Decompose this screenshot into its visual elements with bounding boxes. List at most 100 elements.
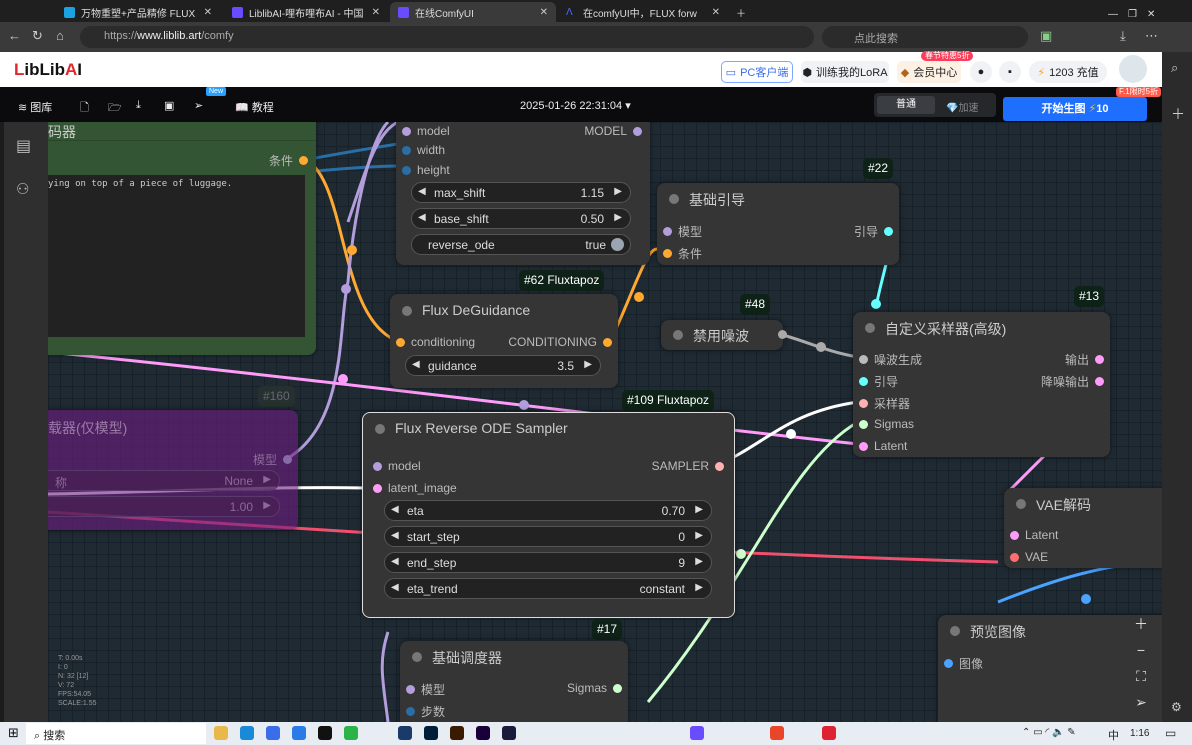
notification-icon[interactable]: ▭ xyxy=(1165,726,1177,740)
input-model[interactable]: model xyxy=(373,459,421,473)
app-icon[interactable] xyxy=(266,726,280,740)
credits-button[interactable]: ⚡1203 充值 xyxy=(1029,61,1107,83)
output-sigmas[interactable]: Sigmas xyxy=(567,681,622,695)
ime-indicator[interactable]: 中 xyxy=(1108,730,1119,742)
browser-search-input[interactable]: 点此搜索 xyxy=(822,26,1028,48)
tutorial-button[interactable]: 📖 教程 xyxy=(235,102,274,114)
app-icon[interactable] xyxy=(770,726,784,740)
input-image[interactable]: 图像 xyxy=(944,655,983,672)
sampler-custom-advanced-node[interactable]: 自定义采样器(高级) 噪波生成 引导 采样器 Sigmas Latent 输出 … xyxy=(853,312,1110,457)
output-guider[interactable]: 引导 xyxy=(854,223,893,240)
download-icon[interactable]: ⤓ xyxy=(1120,28,1126,43)
output-denoised[interactable]: 降噪输出 xyxy=(1041,373,1104,390)
strength-widget[interactable]: 1.00▶ xyxy=(48,496,280,517)
basic-scheduler-node[interactable]: 基础调度器 模型 Sigmas 步数 xyxy=(400,641,628,722)
prompt-textarea[interactable]: ying on top of a piece of luggage. xyxy=(48,175,305,337)
liblib-icon[interactable] xyxy=(690,726,704,740)
close-icon[interactable]: ✕ xyxy=(539,6,548,18)
document-icon[interactable]: ▤ xyxy=(16,138,32,155)
taskbar-search[interactable]: ⌕ 搜索 xyxy=(26,723,206,744)
files-button[interactable]: ▪ xyxy=(999,61,1021,83)
app-icon[interactable] xyxy=(822,726,836,740)
search-icon[interactable]: ⌕ xyxy=(1171,60,1179,75)
menu-icon[interactable]: ⋯ xyxy=(1145,28,1158,43)
share-icon[interactable]: ➢ xyxy=(194,100,204,112)
flux-reverse-ode-sampler-node[interactable]: Flux Reverse ODE Sampler model latent_im… xyxy=(362,412,735,618)
photoshop-icon[interactable] xyxy=(424,726,438,740)
input-noise[interactable]: 噪波生成 xyxy=(859,351,922,368)
add-icon[interactable]: ＋ xyxy=(1171,106,1185,122)
mode-fast[interactable]: 💎加速 xyxy=(946,103,979,114)
output-conditioning[interactable]: 条件 xyxy=(269,152,308,169)
input-model[interactable]: model xyxy=(402,124,450,138)
input-latent[interactable]: Latent xyxy=(1010,528,1058,542)
illustrator-icon[interactable] xyxy=(450,726,464,740)
window-controls[interactable]: — ❐ ✕ xyxy=(1108,8,1156,20)
fit-view-icon[interactable]: ⛶ xyxy=(1136,668,1146,684)
url-input[interactable]: https://www.liblib.art/comfy xyxy=(80,26,814,48)
system-tray[interactable]: ⌃ ▭ ◜ 🔈 ✎ xyxy=(1022,727,1076,738)
download-icon[interactable]: ⤓ xyxy=(136,99,141,111)
hierarchy-icon[interactable]: ⚇ xyxy=(16,181,30,198)
workflow-datetime-dropdown[interactable]: 2025-01-26 22:31:04 ▾ xyxy=(520,100,631,112)
edge-icon[interactable] xyxy=(240,726,254,740)
library-button[interactable]: ≋ 图库 xyxy=(18,102,53,114)
tab-2[interactable]: LiblibAI-哩布哩布AI - 中国领先的A✕ xyxy=(224,2,388,22)
input-latent-image[interactable]: latent_image xyxy=(373,481,457,495)
premiere-icon[interactable] xyxy=(476,726,490,740)
new-tab-button[interactable]: ＋ xyxy=(736,8,746,20)
vae-decode-node[interactable]: VAE解码 Latent VAE xyxy=(1004,488,1162,568)
pc-client-button[interactable]: ▭PC客户端 xyxy=(721,61,793,83)
input-vae[interactable]: VAE xyxy=(1010,550,1048,564)
input-model[interactable]: 模型 xyxy=(406,681,445,698)
input-height[interactable]: height xyxy=(402,163,450,177)
navigate-arrow-icon[interactable]: ➢ xyxy=(1135,694,1147,710)
clock[interactable]: 1:16 xyxy=(1130,728,1150,739)
generate-button[interactable]: 开始生图 ⚡10 xyxy=(1003,97,1147,121)
save-icon[interactable]: ▣ xyxy=(164,100,175,112)
input-steps[interactable]: 步数 xyxy=(406,703,445,720)
train-lora-button[interactable]: ⬢训练我的LoRA xyxy=(801,61,889,83)
output-output[interactable]: 输出 xyxy=(1065,351,1104,368)
home-icon[interactable]: ⌂ xyxy=(56,28,64,43)
disable-noise-node[interactable]: 禁用噪波 xyxy=(661,320,787,350)
close-icon[interactable]: ✕ xyxy=(711,6,720,18)
reload-icon[interactable]: ↻ xyxy=(32,28,43,43)
tiktok-icon[interactable] xyxy=(318,726,332,740)
input-sampler[interactable]: 采样器 xyxy=(859,395,910,412)
zoom-out-button[interactable]: − xyxy=(1136,642,1146,658)
node-canvas[interactable]: 码器 条件 ying on top of a piece of luggage.… xyxy=(48,122,1162,722)
extension-icon[interactable]: ▣ xyxy=(1040,28,1053,43)
flux-deguidance-node[interactable]: Flux DeGuidance conditioning CONDITIONIN… xyxy=(390,294,618,388)
input-model[interactable]: 模型 xyxy=(663,223,702,240)
back-icon[interactable]: ← xyxy=(8,28,21,43)
explorer-icon[interactable] xyxy=(214,726,228,740)
preview-image-node[interactable]: 预览图像 图像 xyxy=(938,615,1162,722)
tab-3-active[interactable]: 在线ComfyUI✕ xyxy=(390,2,556,22)
close-icon[interactable]: ✕ xyxy=(371,6,380,18)
message-button[interactable]: ● xyxy=(970,61,992,83)
member-center-button[interactable]: ◆会员中心 xyxy=(897,61,961,83)
liblib-logo[interactable]: LibLibAI xyxy=(14,60,83,79)
output-conditioning[interactable]: CONDITIONING xyxy=(508,335,612,349)
close-icon[interactable]: ✕ xyxy=(203,6,212,18)
output-model[interactable]: MODEL xyxy=(584,124,642,138)
windows-start-icon[interactable]: ⊞ xyxy=(8,725,19,740)
clip-text-encode-node[interactable]: 码器 条件 ying on top of a piece of luggage. xyxy=(48,122,316,355)
tab-1[interactable]: 万物重塑+产品精修 FLUX RF Inve✕ xyxy=(56,2,220,22)
input-guider[interactable]: 引导 xyxy=(859,373,898,390)
zoom-in-button[interactable]: ＋ xyxy=(1134,616,1148,632)
output-model[interactable]: 模型 xyxy=(253,451,292,468)
avatar[interactable] xyxy=(1119,55,1147,83)
wechat-icon[interactable] xyxy=(344,726,358,740)
